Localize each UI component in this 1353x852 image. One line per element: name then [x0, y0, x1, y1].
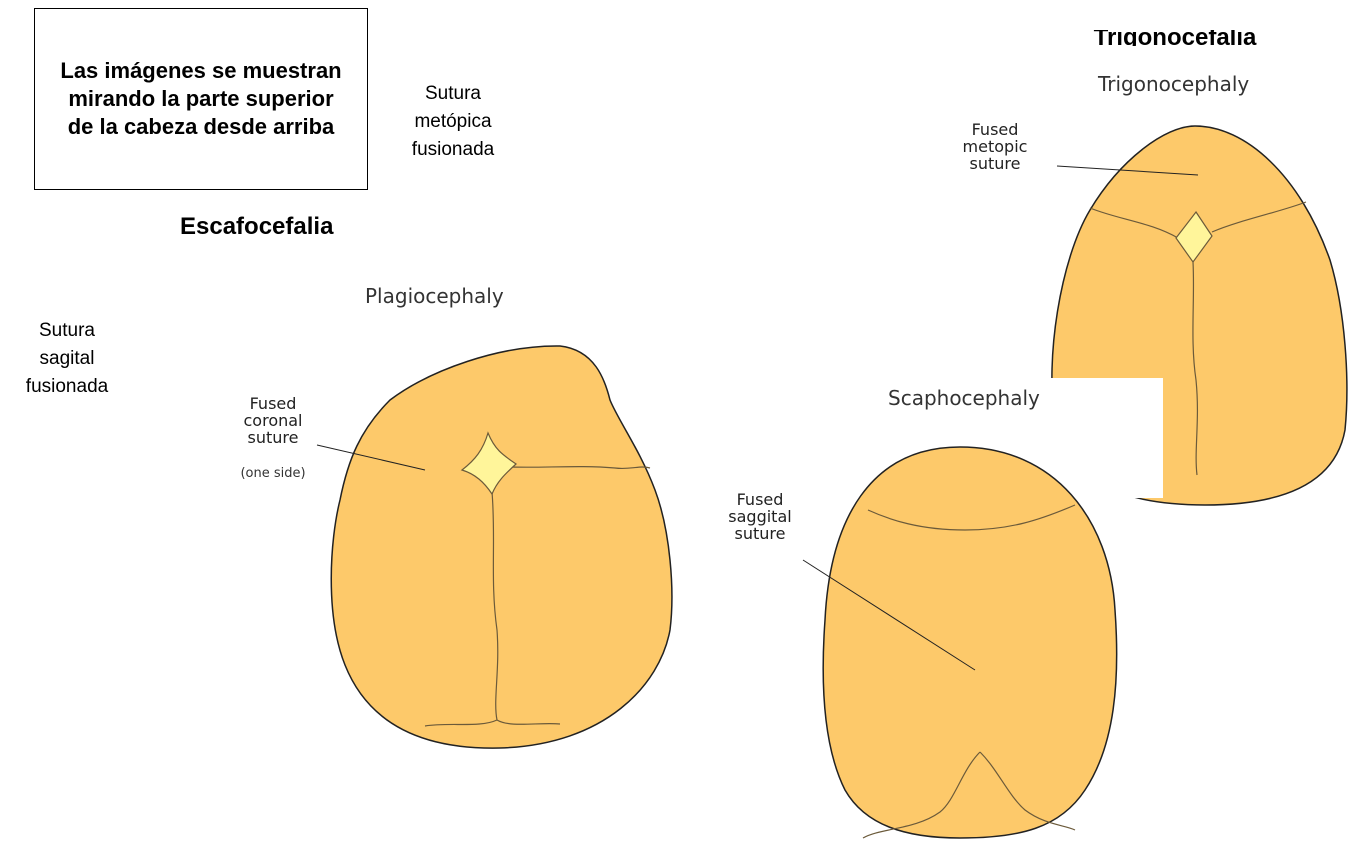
label-coronal-sublabel: (one side)	[218, 466, 328, 481]
scaphocephaly-skull	[803, 447, 1117, 838]
title-trigonocephaly: Trigonocephaly	[1098, 72, 1249, 96]
label-sagittal-en-line3: suture	[705, 525, 815, 542]
instruction-text: Las imágenes se muestran mirando la part…	[57, 57, 345, 141]
title-scaphocephaly-es: Escafocefalia	[180, 213, 333, 241]
label-metopic-es: Sutura metópica fusionada	[400, 80, 506, 164]
label-sagittal-en: Fused saggital suture	[705, 491, 815, 542]
title-scaphocephaly: Scaphocephaly	[888, 386, 1040, 410]
label-metopic-en-line3: suture	[940, 155, 1050, 172]
label-metopic-es-line3: fusionada	[400, 136, 506, 164]
instruction-box: Las imágenes se muestran mirando la part…	[34, 8, 368, 190]
label-sagittal-es-line1: Sutura	[6, 317, 128, 345]
label-sagittal-es: Sutura sagital fusionada	[6, 317, 128, 401]
label-coronal-en-line1: Fused	[218, 395, 328, 412]
title-trigonocephaly-es-clip: Trigonocefalia	[1055, 30, 1295, 46]
plagiocephaly-skull	[317, 346, 672, 748]
label-coronal-en-line3: suture	[218, 429, 328, 446]
label-metopic-es-line2: metópica	[400, 108, 506, 136]
title-plagiocephaly: Plagiocephaly	[365, 284, 504, 308]
label-sagittal-es-line3: fusionada	[6, 373, 128, 401]
label-metopic-en-line2: metopic	[940, 138, 1050, 155]
label-sagittal-en-line2: saggital	[705, 508, 815, 525]
label-metopic-es-line1: Sutura	[400, 80, 506, 108]
label-coronal-en-line2: coronal	[218, 412, 328, 429]
label-coronal-en: Fused coronal suture	[218, 395, 328, 446]
label-sagittal-en-line1: Fused	[705, 491, 815, 508]
title-trigonocephaly-es: Trigonocefalia	[1055, 30, 1295, 46]
label-metopic-en-line1: Fused	[940, 121, 1050, 138]
label-sagittal-es-line2: sagital	[6, 345, 128, 373]
label-metopic-en: Fused metopic suture	[940, 121, 1050, 172]
